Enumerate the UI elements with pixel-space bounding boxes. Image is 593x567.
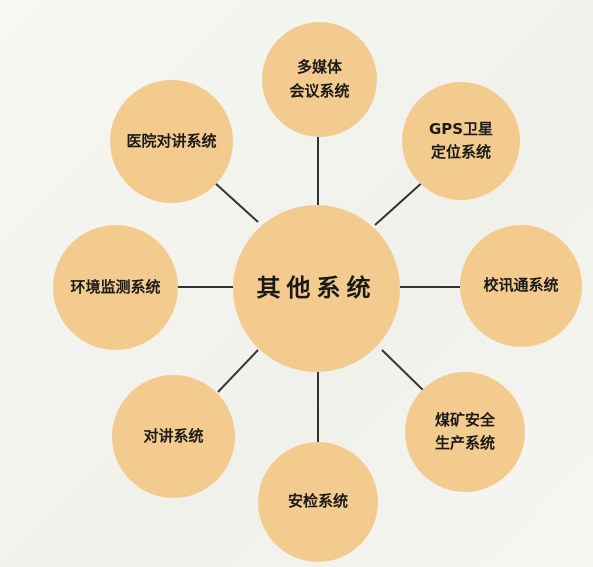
node-left: 环境监测系统 bbox=[53, 225, 178, 350]
node-right-label: 校讯通系统 bbox=[483, 276, 559, 295]
node-top-left: 医院对讲系统 bbox=[110, 80, 233, 203]
node-bottom-right: 煤矿安全 生产系统 bbox=[405, 372, 525, 492]
node-bottom-label: 安检系统 bbox=[287, 492, 348, 511]
node-bottom-left-label: 对讲系统 bbox=[143, 426, 204, 445]
connector-top-right bbox=[374, 179, 426, 226]
node-top-left-label: 医院对讲系统 bbox=[126, 131, 217, 150]
node-bottom-left: 对讲系统 bbox=[112, 375, 235, 498]
center-node: 其他系统 bbox=[233, 205, 400, 372]
connector-bottom-left bbox=[217, 349, 259, 393]
node-bottom-right-label: 煤矿安全 生产系统 bbox=[434, 410, 495, 452]
connector-top-left bbox=[214, 182, 259, 223]
node-right: 校讯通系统 bbox=[460, 225, 582, 347]
node-top: 多媒体 会议系统 bbox=[262, 22, 377, 137]
node-top-label: 多媒体 会议系统 bbox=[289, 58, 350, 100]
connector-bottom-right bbox=[381, 349, 426, 393]
node-bottom: 安检系统 bbox=[258, 442, 378, 562]
node-left-label: 环境监测系统 bbox=[70, 277, 161, 296]
node-top-right-label: GPS卫星 定位系统 bbox=[428, 119, 494, 161]
center-node-label: 其他系统 bbox=[256, 273, 377, 302]
node-top-right: GPS卫星 定位系统 bbox=[402, 82, 520, 200]
